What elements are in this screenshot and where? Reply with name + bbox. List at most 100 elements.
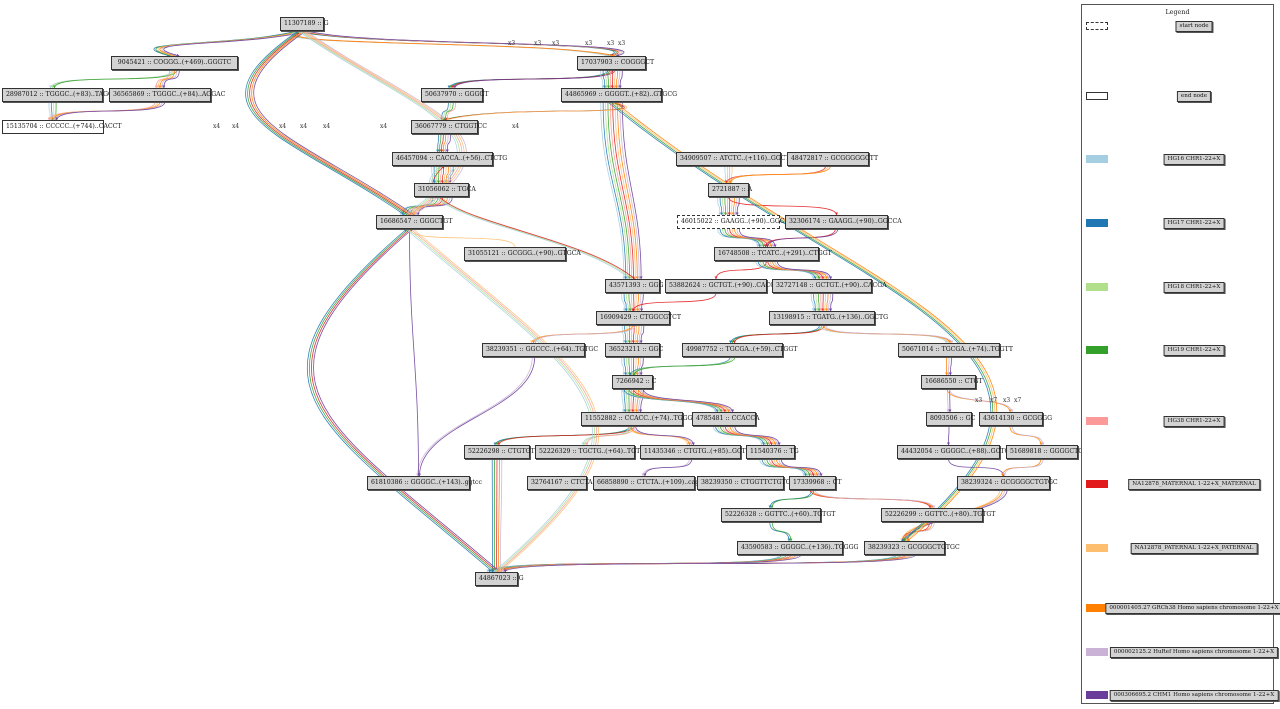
node-17037903[interactable]: 17037903 :: COGGGCT [577,56,654,70]
node-66858890[interactable]: 66858890 :: CTCTA..(+109)..caggg [593,476,707,490]
graph-edge [815,292,819,312]
graph-edge [621,356,626,376]
edge-multiplicity-label: x3 [552,40,560,47]
graph-edge [626,356,630,376]
node-4785481[interactable]: 4785481 :: CCACCA [692,412,760,426]
end-node-swatch [1086,92,1108,100]
node-13198915[interactable]: 13198915 :: TGATG..(+136)..GGCTG [769,311,888,325]
node-52226299[interactable]: 52226299 :: GGTTC..(+80)..TGTGT [881,508,995,522]
graph-edge [640,292,644,312]
node-11435346[interactable]: 11435346 :: CTGTG..(+85)..GCTGG [640,445,756,459]
graph-edge [311,228,498,573]
node-11552882[interactable]: 11552882 :: CCACC..(+74)..TGGGG [581,412,697,426]
graph-edge [618,69,623,89]
graph-edge [765,228,839,248]
node-32764167[interactable]: 32764167 :: CTCTA [527,476,592,490]
edge-multiplicity-label: x4 [380,123,388,130]
graph-edge [445,101,456,121]
node-11307189[interactable]: 11307189 :: G [280,17,329,31]
color-swatch [1086,480,1108,488]
graph-edge [154,69,171,89]
graph-edge [724,196,728,216]
graph-edge [503,554,916,573]
legend-item-hg19: HG19 CHR1-22+X [1082,345,1273,357]
node-15135704[interactable]: 15135704 :: CCCCC..(+744)..CACCT [2,120,122,134]
node-43571393[interactable]: 43571393 :: GGG [605,279,663,293]
graph-edge [638,292,642,312]
graph-edge [498,458,503,573]
node-32306174[interactable]: 32306174 :: GAAGG..(+90)..GGCCA [785,215,902,229]
color-swatch [1086,648,1108,656]
node-16686547[interactable]: 16686547 :: GGGCTGT [376,215,452,229]
node-61810386[interactable]: 61810386 :: GGGGC..(+143)..ggtcc [367,476,482,490]
legend-label: HG17 CHR1-22+X [1163,218,1225,229]
graph-edge [438,133,442,153]
graph-edge [621,292,626,312]
node-43590583[interactable]: 43590583 :: GGGGC..(+136)..TGGGG [737,541,858,555]
legend-item-huref: 000002125.2 HuRef Homo sapiens chromosom… [1082,647,1279,659]
graph-edge [827,292,831,312]
node-38239350[interactable]: 38239350 :: CTGGTTCTGTGC [697,476,795,490]
node-52226298[interactable]: 52226298 :: CTGTGT [464,445,535,459]
node-16909429[interactable]: 16909429 :: CTGGCGTCT [596,311,681,325]
node-38239324[interactable]: 38239324 :: GCGGGGCTGTGC [957,476,1058,490]
node-16748508[interactable]: 16748508 :: TCATC..(+291)..CTGGT [714,247,832,261]
graph-edge [410,228,597,573]
node-38239351[interactable]: 38239351 :: GGCCC..(+64)..TGTGC [482,343,598,357]
node-50637970[interactable]: 50637970 :: GGGGT [421,88,489,102]
node-32727148[interactable]: 32727148 :: GCTGT..(+90)..CACGA [772,279,887,293]
node-52226328[interactable]: 52226328 :: GGTTC..(+60)..TGTGT [721,508,835,522]
graph-edge [405,228,593,573]
legend-item-start-node: start node [1082,21,1273,33]
node-34909507[interactable]: 34909507 :: ATCTC..(+116)..GGCTC [676,152,794,166]
graph-edge [631,292,717,312]
graph-edge [735,196,740,216]
graph-edge [494,458,499,573]
node-16686550[interactable]: 16686550 :: CTGT [921,375,983,389]
node-36523211[interactable]: 36523211 :: GGC [605,343,663,357]
node-17339968[interactable]: 17339968 :: CT [789,476,841,490]
node-50671014[interactable]: 50671014 :: TGCGA..(+74)..TGGTT [898,343,1013,357]
node-9045421[interactable]: 9045421 :: COGGG..(+469)..GGGTC [111,56,238,70]
graph-edge [445,133,451,153]
graph-edge [637,356,642,376]
legend-label: end node [1176,91,1212,102]
node-38239323[interactable]: 38239323 :: GCGGGCTGTGC [864,541,960,555]
node-44865969[interactable]: 44865969 :: GGGGT..(+82)..GTGCG [561,88,677,102]
graph-edge [639,388,644,413]
node-52226329[interactable]: 52226329 :: TGCTG..(+64)..TGTGT [535,445,649,459]
legend-label: HG16 CHR1-22+X [1163,154,1225,165]
node-46457094[interactable]: 46457094 :: CACCA..(+56)..CTCTG [392,152,507,166]
graph-edge [612,69,616,89]
node-31055121[interactable]: 31055121 :: GCGGG..(+90)..GTGCA [464,247,581,261]
node-8093506[interactable]: 8093506 :: GC [926,412,975,426]
graph-edge [731,196,735,216]
node-53882624[interactable]: 53882624 :: GCTGT..(+90)..CACGT [665,279,779,293]
color-swatch [1086,346,1108,354]
node-43614130[interactable]: 43614130 :: GCGGGG [979,412,1052,426]
graph-edge [719,196,724,216]
node-2721887[interactable]: 2721887 :: A [708,183,752,197]
node-46015022[interactable]: 46015022 :: GAAGG..(+90)..GGCCG [677,215,794,229]
graph-edge [625,388,629,413]
node-36067779[interactable]: 36067779 :: CTGGTCC [411,120,487,134]
graph-edge [829,292,834,312]
node-31056062[interactable]: 31056062 :: TGCA [414,183,476,197]
node-49987752[interactable]: 49987752 :: TGCGA..(+59)..CTGGT [682,343,797,357]
node-44867023[interactable]: 44867023 :: G [475,572,524,586]
node-36565869[interactable]: 36565869 :: TGGGC..(+84)..AGGAC [109,88,225,102]
graph-edge [1002,458,1044,477]
graph-edge [948,356,953,376]
graph-edge [642,388,735,413]
node-11540376[interactable]: 11540376 :: TG [746,445,799,459]
node-44432054[interactable]: 44432054 :: GGGGC..(+88)..GCTGG [897,445,1014,459]
node-48472817[interactable]: 48472817 :: GCGGGGGCTT [787,152,878,166]
graph-edge [628,356,632,376]
node-28987012[interactable]: 28987012 :: TGGGC..(+83)..TAGGA [2,88,117,102]
graph-edge [616,69,621,89]
graph-edge [50,101,54,121]
edge-multiplicity-label: x4 [323,123,331,130]
node-7266942[interactable]: 7266942 :: C [612,375,656,389]
node-51689818[interactable]: 51689818 :: GGGGCTGT [1006,445,1087,459]
graph-edge [823,292,827,312]
